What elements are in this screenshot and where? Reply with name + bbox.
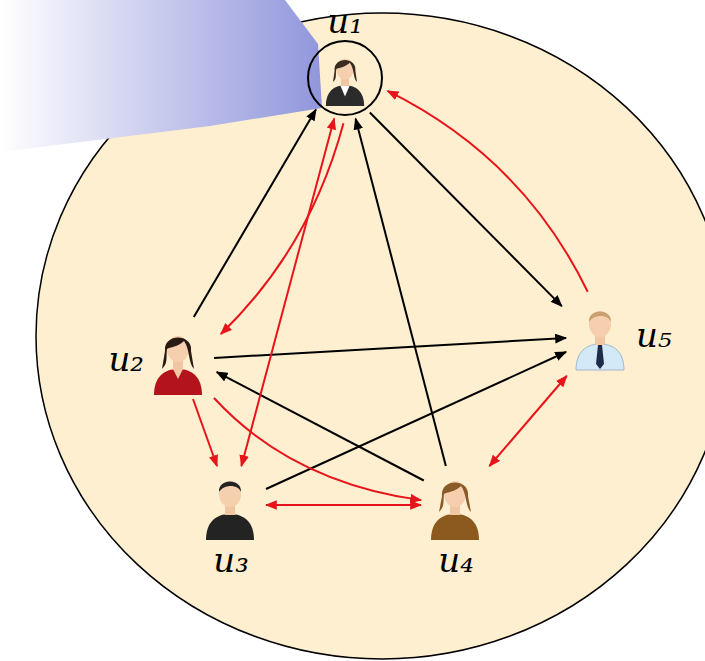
user-node: u₁ bbox=[307, 40, 383, 116]
user-node: u₂ bbox=[148, 325, 210, 395]
user-node: u₃ bbox=[200, 470, 262, 540]
black-arrow bbox=[194, 110, 316, 317]
user-label: u₁ bbox=[327, 3, 363, 40]
black-arrow bbox=[356, 119, 446, 466]
red-arrow bbox=[388, 91, 588, 292]
user-circle-outline bbox=[308, 41, 382, 115]
person-icon bbox=[326, 59, 364, 106]
user-node: u₄ bbox=[425, 470, 487, 540]
user-label: u₃ bbox=[213, 542, 249, 579]
red-arrow bbox=[241, 119, 334, 466]
red-arrow bbox=[193, 399, 217, 466]
person-icon bbox=[206, 481, 254, 540]
black-arrow bbox=[214, 338, 566, 358]
user-node: u₅ bbox=[570, 300, 632, 372]
black-arrow bbox=[370, 113, 562, 307]
red-arrow bbox=[489, 376, 566, 466]
red-arrow bbox=[214, 398, 421, 500]
user-label: u₄ bbox=[438, 542, 474, 579]
black-arrow bbox=[217, 372, 424, 480]
user-label: u₂ bbox=[108, 341, 144, 378]
user-label: u₅ bbox=[636, 317, 672, 354]
spotlight-beam bbox=[0, 0, 322, 152]
user-circle bbox=[307, 40, 383, 116]
person-icon bbox=[431, 481, 479, 540]
red-arrow bbox=[266, 504, 421, 506]
person-icon bbox=[576, 311, 624, 370]
person-icon bbox=[154, 336, 202, 395]
